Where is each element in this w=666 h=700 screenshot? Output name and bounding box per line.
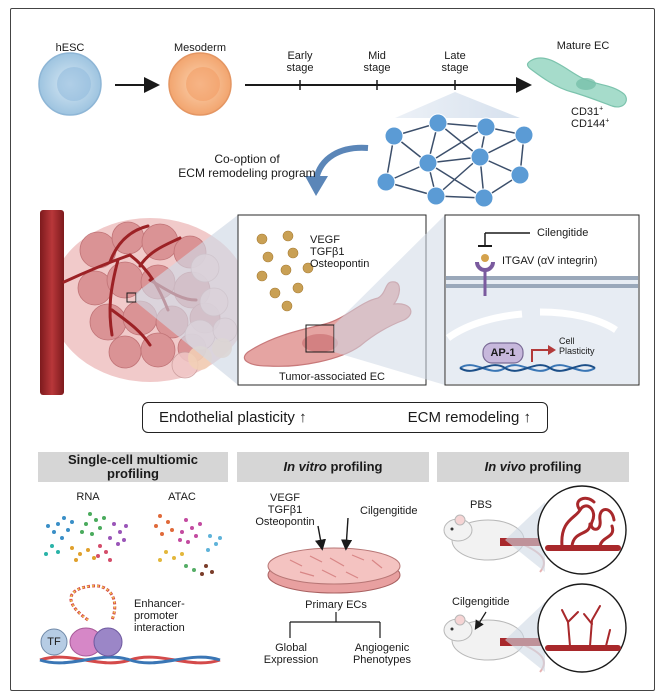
mature-ec-icon bbox=[526, 57, 627, 108]
hesc-cell-icon bbox=[38, 52, 102, 116]
cilengitide-label: Cilengitide bbox=[537, 227, 589, 239]
hesc-label: hESC bbox=[55, 42, 85, 54]
blood-vessel-icon bbox=[40, 210, 64, 395]
cooption-arrow bbox=[313, 144, 369, 181]
atac-umap-plot bbox=[154, 514, 222, 576]
invitro-tgfb1-label: TGFβ1 bbox=[267, 504, 303, 516]
invitro-osteopontin-label: Osteopontin bbox=[255, 516, 315, 528]
in-vivo-section-header: In vivo profiling bbox=[437, 452, 629, 482]
cd31-label: CD31+ bbox=[571, 105, 604, 118]
single-cell-section-header: Single-cell multiomic profiling bbox=[38, 452, 228, 482]
primary-ecs-label: Primary ECs bbox=[305, 599, 367, 611]
zoom-cone bbox=[395, 92, 520, 118]
ap1-factor-icon bbox=[482, 342, 524, 364]
integrin-receptor-icon bbox=[475, 254, 495, 296]
osteopontin-label: Osteopontin bbox=[310, 258, 370, 270]
enhancer-promoter-label: Enhancer- promoter interaction bbox=[134, 598, 185, 634]
tumor-ec-label: Tumor-associated EC bbox=[279, 371, 385, 383]
global-expression-label: Global Expression bbox=[263, 642, 319, 666]
itgav-label: ITGAV (αV integrin) bbox=[502, 255, 598, 267]
invitro-vegf-label: VEGF bbox=[270, 492, 300, 504]
gene-network-icon bbox=[376, 113, 534, 208]
rna-label: RNA bbox=[76, 491, 100, 503]
mesoderm-label: Mesoderm bbox=[174, 42, 226, 54]
late-stage-label: Late stage bbox=[441, 50, 469, 74]
ap1-label: AP-1 bbox=[490, 347, 516, 359]
invitro-cilgengitide-label: Cilgengitide bbox=[360, 505, 418, 517]
rna-umap-plot bbox=[44, 512, 128, 562]
in-vitro-section-header: In vitro profiling bbox=[237, 452, 429, 482]
invivo-cilgengitide-label: Cilgengitide bbox=[452, 596, 510, 608]
early-stage-label: Early stage bbox=[286, 50, 314, 74]
mature-ec-label: Mature EC bbox=[556, 40, 610, 52]
endothelial-plasticity-text: Endothelial plasticity ↑ bbox=[159, 409, 307, 426]
ecm-remodeling-text: ECM remodeling ↑ bbox=[407, 409, 531, 426]
atac-label: ATAC bbox=[168, 491, 196, 503]
chromatin-loop-icon bbox=[39, 584, 221, 665]
tgfb1-label: TGFβ1 bbox=[310, 246, 345, 258]
pbs-label: PBS bbox=[470, 499, 493, 511]
mouse-cilgengitide-icon bbox=[443, 614, 545, 673]
cooption-label: Co-option of ECM remodeling program bbox=[178, 152, 316, 180]
pbs-vessel-zoom-icon bbox=[537, 485, 627, 575]
petri-dish-icon bbox=[267, 547, 401, 594]
mid-stage-label: Mid stage bbox=[363, 50, 391, 74]
mesoderm-cell-icon bbox=[168, 52, 232, 116]
figure-frame bbox=[10, 8, 655, 691]
tf-label: TF bbox=[47, 636, 61, 648]
angiogenic-phenotypes-label: Angiogenic Phenotypes bbox=[352, 642, 412, 666]
cell-plasticity-label: Cell Plasticity bbox=[559, 336, 595, 356]
summary-box: Endothelial plasticity ↑ ECM remodeling … bbox=[142, 402, 548, 433]
cd144-label: CD144+ bbox=[571, 117, 610, 130]
cilgengitide-vessel-zoom-icon bbox=[537, 583, 627, 673]
growth-factor-dots bbox=[256, 230, 314, 312]
vegf-label: VEGF bbox=[310, 234, 340, 246]
